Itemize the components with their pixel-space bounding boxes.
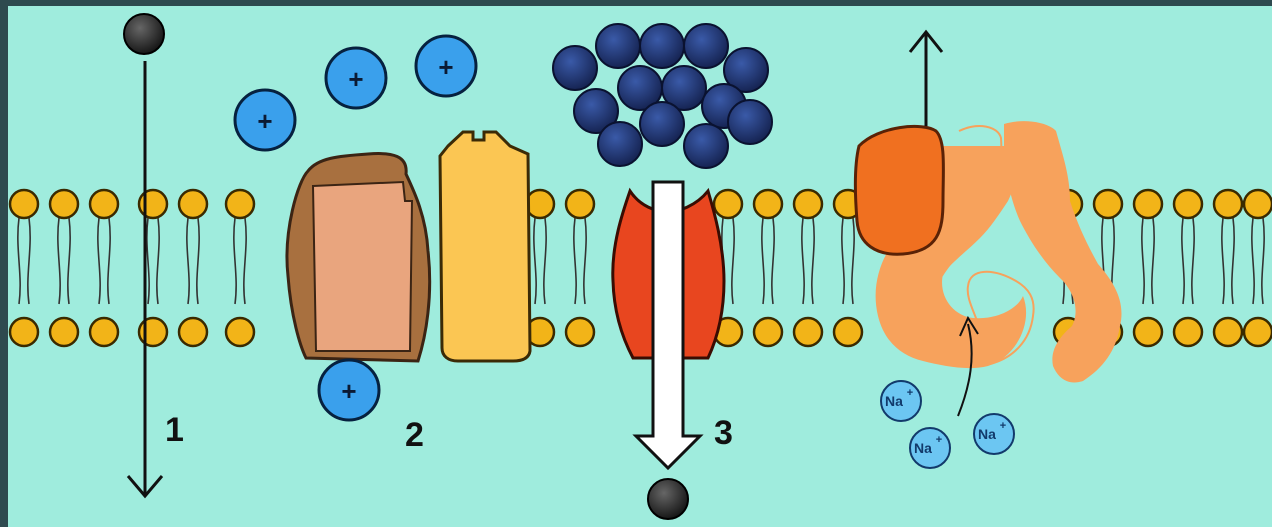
sodium-ion-icon: Na + [974,414,1014,454]
channel-inner-pore [313,182,412,351]
large-molecule-icon [640,24,684,68]
svg-text:+: + [341,376,356,406]
svg-text:+: + [1000,420,1006,432]
large-molecule-icon [640,102,684,146]
label-mechanism-1: 1 [165,411,184,449]
membrane-transport-diagram: 1 + + + + 2 [8,6,1272,527]
yellow-channel-protein [440,132,530,361]
diagram-frame: 1 + + + + 2 [8,6,1272,527]
large-molecule-icon [728,100,772,144]
gated-channel [440,132,530,361]
large-molecule-icon [684,124,728,168]
cation-icon: + [235,90,295,150]
svg-text:+: + [438,52,453,82]
cation-icon: + [319,360,379,420]
large-molecule-icon [553,46,597,90]
svg-text:+: + [936,434,942,446]
small-molecule-icon [648,479,688,519]
sodium-ion-icon: Na + [910,428,950,468]
large-molecule-icon [684,24,728,68]
svg-text:+: + [257,106,272,136]
svg-text:Na: Na [978,426,996,442]
dark-orange-subunit [855,126,943,254]
large-molecule-icon [598,122,642,166]
cation-icon: + [326,48,386,108]
label-mechanism-2: 2 [405,416,424,454]
small-molecule-icon [124,14,164,54]
cation-icon: + [416,36,476,96]
svg-text:Na: Na [914,440,932,456]
large-molecule-icon [596,24,640,68]
ion-channel [287,154,430,361]
label-mechanism-3: 3 [714,414,733,452]
svg-text:Na: Na [885,393,903,409]
svg-text:+: + [907,387,913,399]
sodium-ion-icon: Na + [881,381,921,421]
svg-text:+: + [348,64,363,94]
